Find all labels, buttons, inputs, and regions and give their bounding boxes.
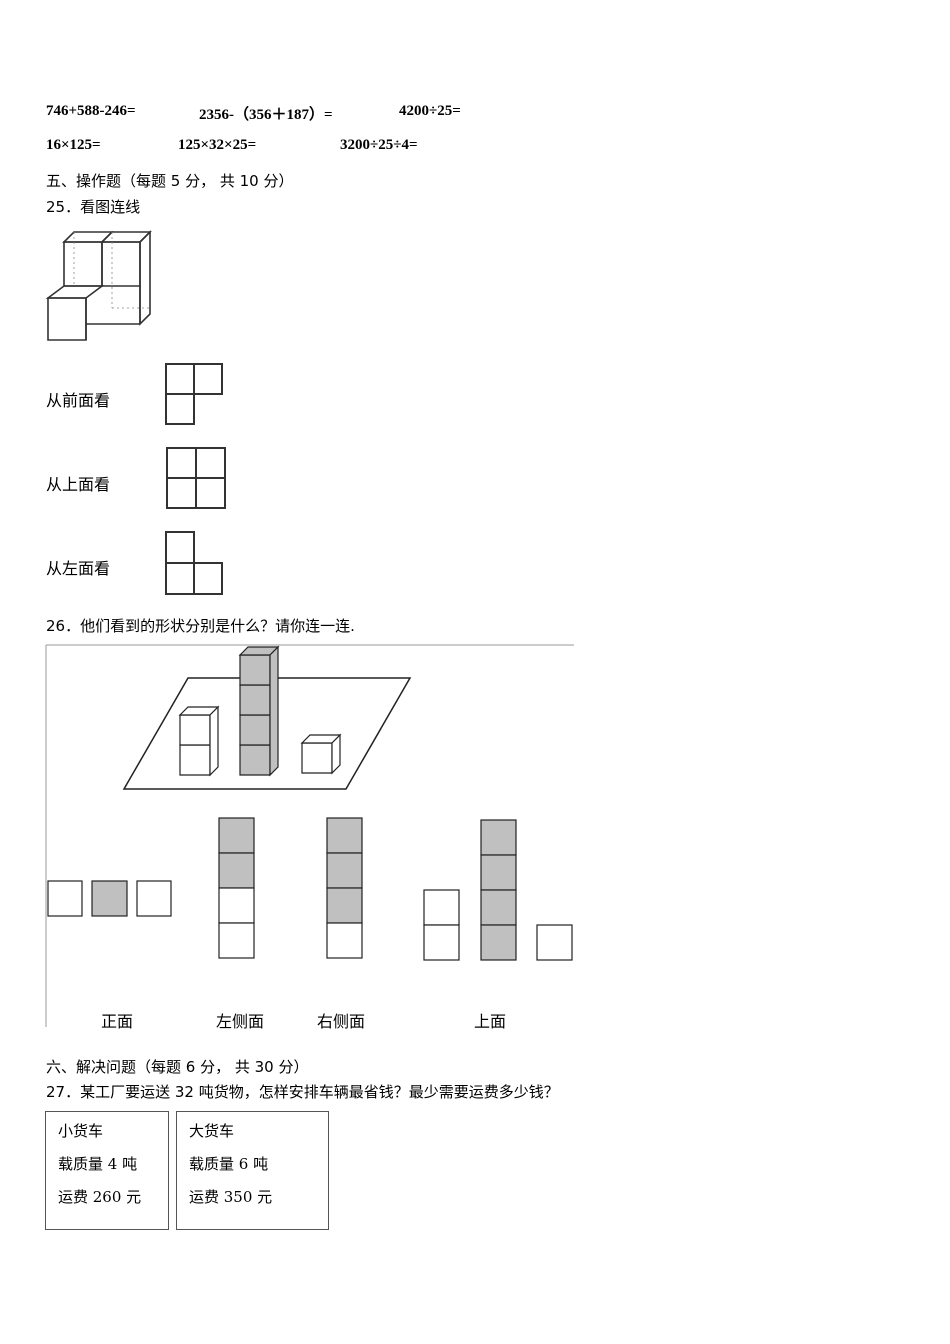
small-truck-capacity: 载质量 4 吨 xyxy=(58,1155,138,1173)
large-truck-capacity: 载质量 6 吨 xyxy=(189,1155,269,1173)
q26-figure xyxy=(45,644,574,1027)
view-shape-3 xyxy=(165,531,223,595)
calc-expr-6: 3200÷25÷4= xyxy=(340,137,418,153)
view-label-front: 从前面看 xyxy=(46,391,111,410)
section6-title: 六、解决问题（每题 6 分， 共 30 分） xyxy=(46,1058,309,1076)
calc-expr-4: 16×125= xyxy=(46,137,101,153)
q25-title: 25．看图连线 xyxy=(46,198,141,216)
view-label-top: 从上面看 xyxy=(46,475,111,494)
large-truck-box: 大货车 载质量 6 吨 运费 350 元 xyxy=(176,1111,329,1230)
q27-title: 27．某工厂要运送 32 吨货物，怎样安排车辆最省钱？最少需要运费多少钱？ xyxy=(46,1083,559,1101)
q26-label-right-side: 右侧面 xyxy=(317,1012,366,1031)
q26-title: 26．他们看到的形状分别是什么？请你连一连. xyxy=(46,617,355,635)
calc-expr-2: 2356-（356＋187）= xyxy=(199,107,333,123)
small-truck-fee: 运费 260 元 xyxy=(58,1188,142,1206)
small-truck-name: 小货车 xyxy=(58,1122,104,1140)
calc-expr-5: 125×32×25= xyxy=(178,137,257,153)
q26-label-front: 正面 xyxy=(101,1012,134,1031)
large-truck-name: 大货车 xyxy=(189,1122,235,1140)
q25-cube-figure xyxy=(45,230,152,341)
calc-expr-3: 4200÷25= xyxy=(399,103,461,119)
view-shape-2 xyxy=(166,447,226,509)
q26-label-top: 上面 xyxy=(474,1012,507,1031)
view-shape-1 xyxy=(165,363,223,425)
view-label-left: 从左面看 xyxy=(46,559,111,578)
calc-expr-1: 746+588-246= xyxy=(46,103,136,119)
q26-label-left-side: 左侧面 xyxy=(216,1012,265,1031)
section5-title: 五、操作题（每题 5 分， 共 10 分） xyxy=(46,172,294,190)
large-truck-fee: 运费 350 元 xyxy=(189,1188,273,1206)
small-truck-box: 小货车 载质量 4 吨 运费 260 元 xyxy=(45,1111,169,1230)
